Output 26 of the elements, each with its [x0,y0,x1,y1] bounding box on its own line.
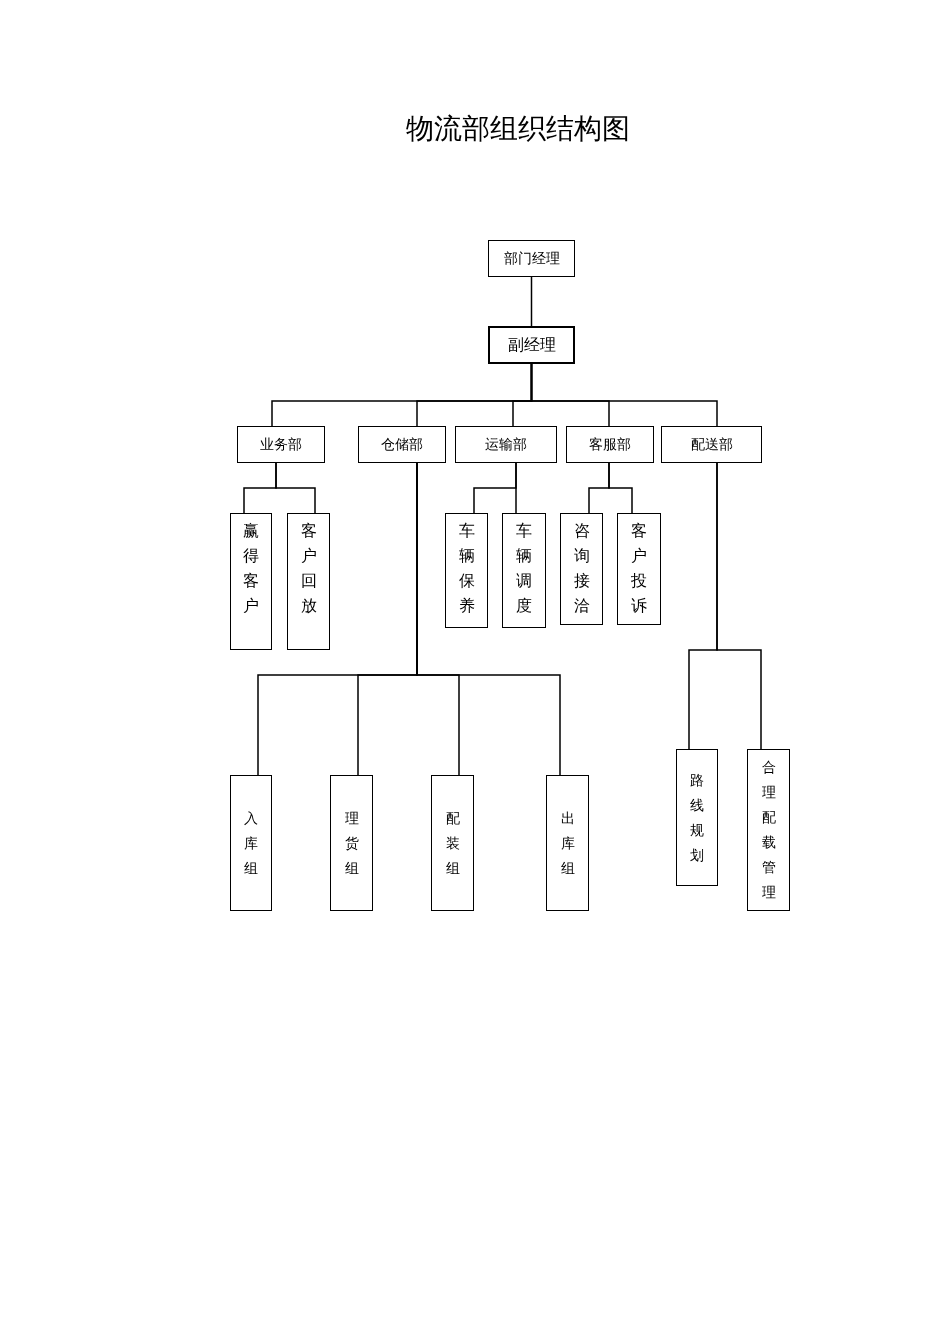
connector-line [530,363,718,427]
connector-line [515,462,517,514]
org-box: 运输部 [455,426,557,463]
org-box: 理货组 [330,775,373,911]
org-box: 咨询接洽 [560,513,603,625]
connector-line [608,462,633,514]
org-box: 仓储部 [358,426,446,463]
org-box: 入库组 [230,775,272,911]
connector-line [530,276,533,327]
org-box: 客户回放 [287,513,330,650]
org-box: 配送部 [661,426,762,463]
org-box: 客服部 [566,426,654,463]
org-box: 业务部 [237,426,325,463]
org-box: 副经理 [488,326,575,364]
org-box: 客户投诉 [617,513,661,625]
org-box: 赢得客户 [230,513,272,650]
org-box: 路线规划 [676,749,718,886]
org-box: 车辆保养 [445,513,488,628]
title: 物流部组织结构图 [404,112,631,146]
org-box: 车辆调度 [502,513,546,628]
org-box: 配装组 [431,775,474,911]
org-box: 部门经理 [488,240,575,277]
org-box: 出库组 [546,775,589,911]
org-box: 合理配载管理 [747,749,790,911]
connector-line [716,462,762,750]
connector-line [275,462,316,514]
